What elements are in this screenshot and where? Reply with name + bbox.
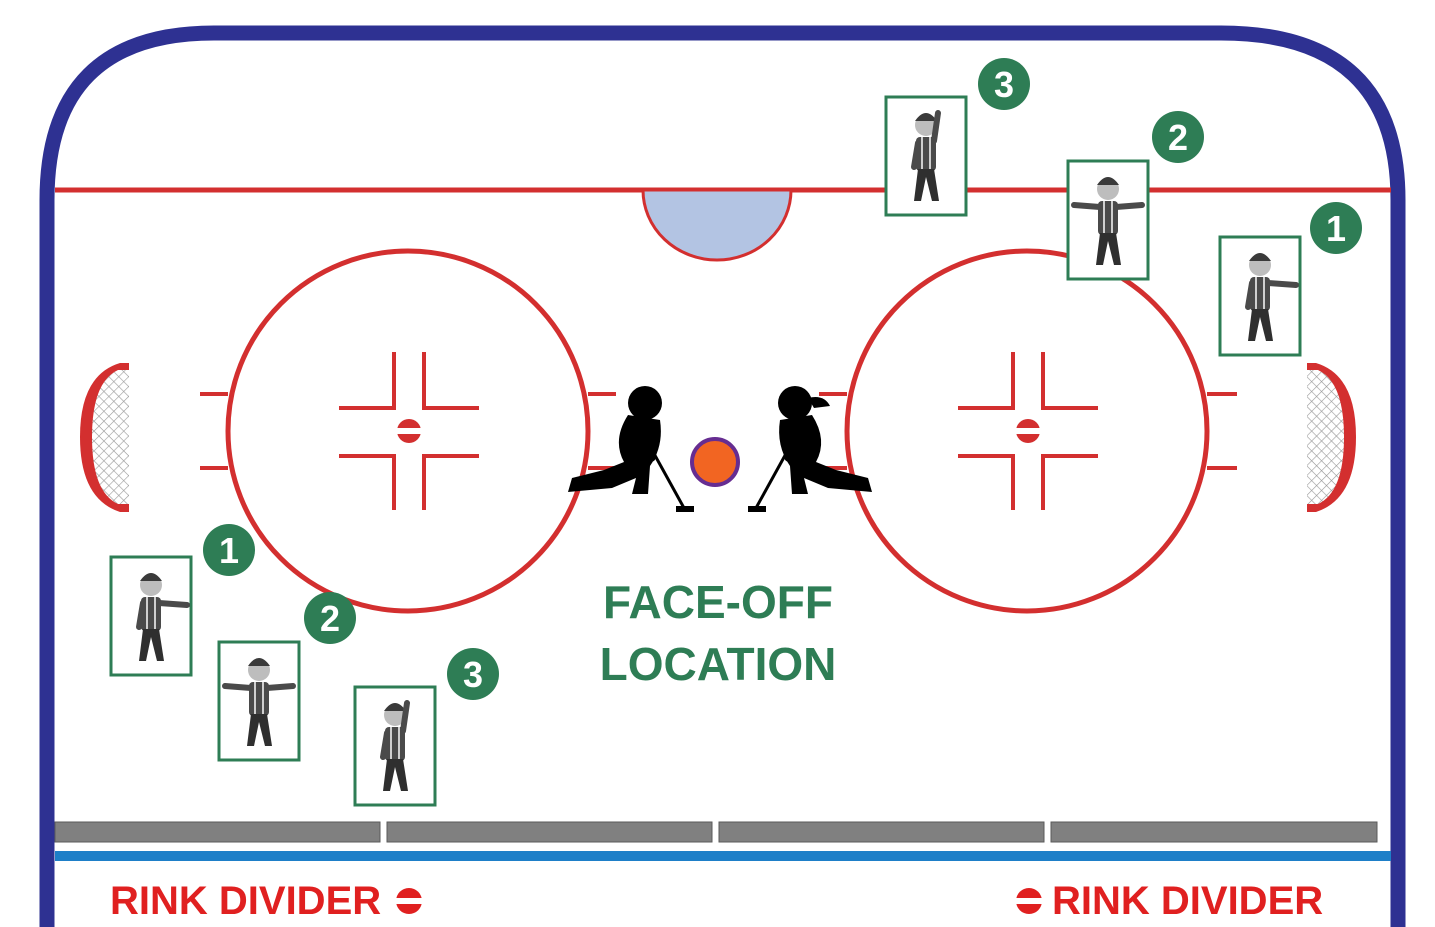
left-official-badge-3: 3: [447, 648, 499, 700]
left-official-3: 3: [353, 648, 499, 807]
faceoff-title-line1: FACE-OFF: [603, 576, 833, 628]
arms-out-icon: [1071, 177, 1145, 265]
right-faceoff-circle: [819, 248, 1237, 614]
faceoff-title-line2: LOCATION: [600, 638, 837, 690]
badge-number: 2: [1168, 117, 1188, 158]
left-goal-net-icon: [80, 363, 129, 512]
rink-divider-marker-right-icon: [1016, 888, 1042, 914]
arm-extended-icon: [1245, 253, 1299, 341]
rink-divider-label-right: RINK DIVIDER: [1052, 879, 1323, 923]
left-faceoff-circle: [200, 248, 616, 614]
puck-icon: [690, 437, 740, 487]
badge-number: 3: [994, 64, 1014, 105]
badge-number: 3: [463, 654, 483, 695]
badge-number: 2: [320, 598, 340, 639]
left-official-2: 2: [217, 592, 356, 762]
arms-out-icon: [222, 658, 296, 746]
right-official-badge-3: 3: [978, 58, 1030, 110]
right-official-badge-1: 1: [1310, 202, 1362, 254]
arm-raised-icon: [380, 700, 410, 791]
rink-boards: [39, 25, 1406, 927]
left-player-silhouette-icon: [568, 386, 694, 512]
left-faceoff-dot: [397, 419, 421, 443]
right-official-2: 2: [1066, 111, 1204, 281]
rink-divider-marker-left-icon: [396, 888, 422, 914]
badge-number: 1: [1326, 208, 1346, 249]
right-goal-net-icon: [1307, 363, 1356, 512]
left-official-badge-2: 2: [304, 592, 356, 644]
goal-crease: [641, 188, 793, 262]
left-official-badge-1: 1: [203, 524, 255, 576]
right-official-3: 3: [884, 58, 1030, 217]
right-faceoff-dot: [1016, 419, 1040, 443]
right-player-silhouette-icon: [748, 386, 872, 512]
badge-number: 1: [219, 530, 239, 571]
left-official-card-3: [353, 685, 437, 807]
officials-layer: 1 2 3 1 2 3: [109, 58, 1362, 807]
rink-divider-pads: [54, 821, 1378, 843]
arm-extended-icon: [136, 573, 190, 661]
right-official-badge-2: 2: [1152, 111, 1204, 163]
left-official-1: 1: [109, 524, 255, 677]
right-official-1: 1: [1218, 202, 1362, 357]
rink-divider-label-left: RINK DIVIDER: [110, 879, 381, 923]
arm-raised-icon: [911, 110, 941, 201]
